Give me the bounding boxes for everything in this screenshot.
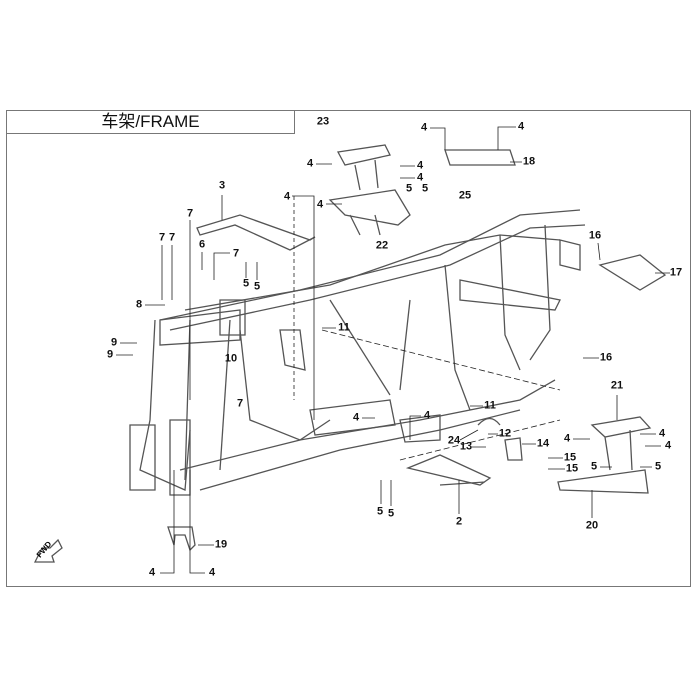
callout-5: 5 xyxy=(405,182,413,195)
callout-4: 4 xyxy=(420,121,428,134)
callout-4: 4 xyxy=(316,198,324,211)
callout-4: 4 xyxy=(306,157,314,170)
callout-4: 4 xyxy=(517,120,525,133)
callout-13: 13 xyxy=(459,440,473,453)
part-23-bracket xyxy=(336,144,391,191)
main-frame xyxy=(129,209,586,496)
callout-5: 5 xyxy=(242,277,250,290)
part-21-plate xyxy=(590,416,652,471)
part-17-bracket xyxy=(598,254,667,291)
callout-11: 11 xyxy=(484,399,496,412)
callout-16: 16 xyxy=(599,351,613,364)
callout-4: 4 xyxy=(148,566,156,579)
callout-8: 8 xyxy=(135,298,143,311)
callout-4: 4 xyxy=(283,190,291,203)
callout-4: 4 xyxy=(416,159,424,172)
callout-21: 21 xyxy=(610,379,624,392)
part-2-rail xyxy=(405,454,492,486)
diagram-border xyxy=(6,110,691,587)
callout-7: 7 xyxy=(158,231,166,244)
callout-18: 18 xyxy=(522,155,536,168)
callout-23: 23 xyxy=(316,115,330,128)
part-20-rail xyxy=(557,469,649,494)
callout-17: 17 xyxy=(669,266,683,279)
callout-7: 7 xyxy=(186,207,194,220)
part-18-bracket xyxy=(444,149,516,166)
callout-2: 2 xyxy=(455,515,463,528)
part-3-crossmember xyxy=(196,214,316,251)
part-14-mount xyxy=(504,437,523,461)
callout-5: 5 xyxy=(253,280,261,293)
callout-4: 4 xyxy=(208,566,216,579)
callout-4: 4 xyxy=(423,409,431,422)
callout-5: 5 xyxy=(376,505,384,518)
callout-7: 7 xyxy=(232,247,240,260)
callout-9: 9 xyxy=(110,336,118,349)
fwd-arrow-icon xyxy=(33,538,63,563)
callout-25: 25 xyxy=(458,189,472,202)
callout-4: 4 xyxy=(416,171,424,184)
callout-11: 11 xyxy=(338,321,350,334)
callout-5: 5 xyxy=(654,460,662,473)
callout-5: 5 xyxy=(421,182,429,195)
part-19-bracket xyxy=(167,526,196,552)
callout-9: 9 xyxy=(106,348,114,361)
part-24-mount xyxy=(477,417,501,426)
callout-16: 16 xyxy=(588,229,602,242)
callout-7: 7 xyxy=(168,231,176,244)
callout-20: 20 xyxy=(585,519,599,532)
callout-4: 4 xyxy=(563,432,571,445)
callout-15: 15 xyxy=(563,451,577,464)
part-22-bracket xyxy=(328,189,411,236)
callout-6: 6 xyxy=(198,238,206,251)
callout-15: 15 xyxy=(565,462,579,475)
callout-4: 4 xyxy=(658,427,666,440)
callout-19: 19 xyxy=(214,538,228,551)
callout-22: 22 xyxy=(375,239,389,252)
callout-4: 4 xyxy=(664,439,672,452)
callout-5: 5 xyxy=(590,460,598,473)
callout-7: 7 xyxy=(236,397,244,410)
leader-lines xyxy=(116,126,670,574)
callout-3: 3 xyxy=(218,179,226,192)
callout-24: 24 xyxy=(447,434,461,447)
callout-14: 14 xyxy=(536,437,550,450)
callout-12: 12 xyxy=(498,427,512,440)
callout-5: 5 xyxy=(387,507,395,520)
callout-10: 10 xyxy=(224,352,238,365)
callout-4: 4 xyxy=(352,411,360,424)
diagram-title: 车架/FRAME xyxy=(6,110,295,134)
